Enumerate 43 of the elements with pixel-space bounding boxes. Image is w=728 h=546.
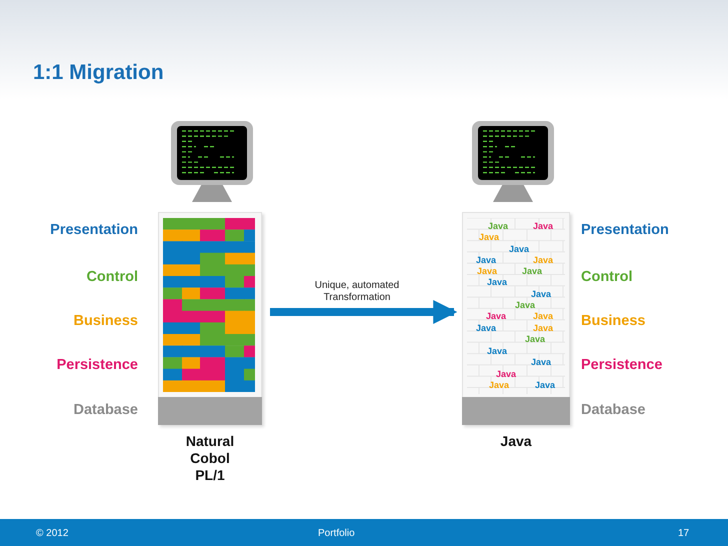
layer-label: Presentation [49,221,138,240]
language-caption: Natural Cobol PL/1 [184,433,236,484]
code-word: Java [530,357,552,367]
layer-label: Business [72,312,138,332]
code-word: Java [532,323,554,333]
layer-label: Business [581,312,646,332]
slide-title: 1:1 Migration [33,60,164,86]
code-word: Java [486,277,508,287]
footer-text: © 2012 [36,527,68,541]
code-word: Java [476,266,498,276]
code-word: Java [486,311,506,321]
code-word: Java [524,334,546,344]
code-word: Java [532,311,554,321]
layer-label: Persistence [56,356,138,376]
code-stack [462,212,570,425]
page-number: 17 [678,527,690,541]
code-word: Java [522,266,542,276]
code-stack [158,212,262,425]
language-caption: Java [499,433,533,450]
edge-label: Unique, automated Transformation [314,280,400,304]
code-word: Java [508,244,530,254]
code-word: Java [530,289,552,299]
code-word: Java [532,255,554,265]
code-word: Java [534,380,556,390]
code-word: Java [476,255,496,265]
layer-label: Database [581,401,646,420]
footer-text: Portfolio [318,527,355,541]
database-band [158,397,262,425]
code-word: Java [532,221,554,231]
code-word: Java [478,232,500,242]
layer-label: Persistence [581,356,664,376]
code-word: Java [488,380,510,390]
database-band [462,397,570,425]
layer-label: Presentation [581,221,670,240]
arrow [270,300,458,324]
layer-label: Control [581,268,634,288]
code-word: Java [488,221,508,231]
code-word: Java [486,346,508,356]
layer-label: Database [72,401,138,420]
code-word: Java [514,300,536,310]
code-word: Java [476,323,496,333]
layer-label: Control [85,268,138,288]
code-word: Java [496,369,516,379]
